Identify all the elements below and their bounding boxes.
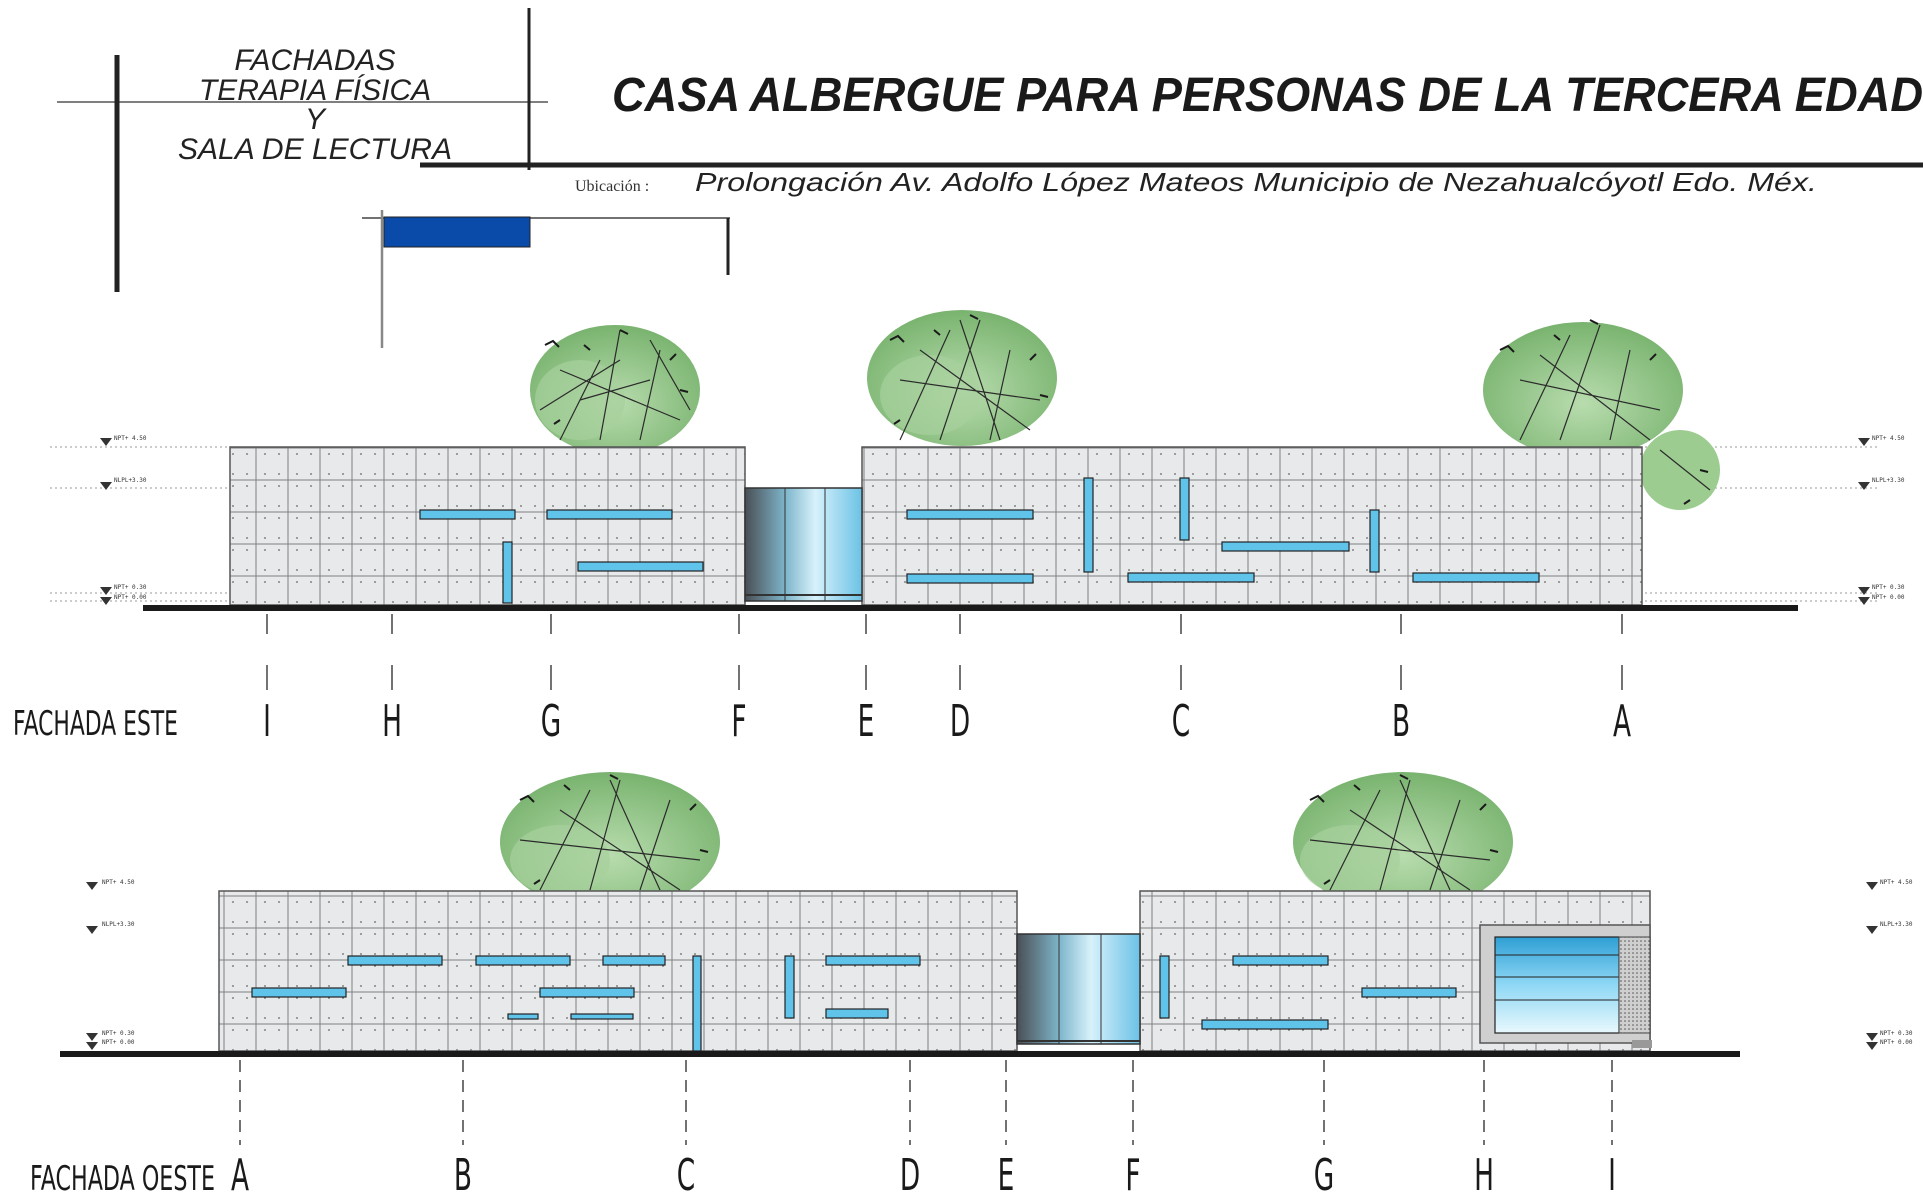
axis-label: E bbox=[998, 1149, 1015, 1195]
axis-lines-este bbox=[266, 614, 1623, 690]
level-label: NPT+ 4.50 bbox=[1872, 435, 1905, 442]
location-label: Ubicación : bbox=[575, 178, 649, 195]
axis-label: F bbox=[731, 695, 746, 747]
glass-entrance bbox=[744, 487, 863, 602]
location-text: Prolongación Av. Adolfo López Mateos Mun… bbox=[695, 167, 1817, 197]
large-window bbox=[1479, 924, 1652, 1048]
sheet-title: CASA ALBERGUE PARA PERSONAS DE LA TERCER… bbox=[612, 69, 1923, 122]
building-block-left bbox=[229, 446, 746, 606]
windows-este-right bbox=[906, 477, 1540, 584]
tree bbox=[867, 310, 1057, 446]
facade-label-este: FACHADA ESTE bbox=[13, 704, 178, 744]
axis-label: B bbox=[1392, 695, 1410, 747]
elevation-este: NPT+ 4.50 NLPL+3.30 NPT+ 0.30 NPT+ 0.00 … bbox=[13, 310, 1905, 747]
side-title-line-3: Y bbox=[305, 103, 327, 136]
axis-label: H bbox=[382, 695, 402, 747]
level-label: NPT+ 4.50 bbox=[114, 435, 147, 442]
axis-lines-oeste bbox=[239, 1060, 1613, 1145]
tree bbox=[1483, 319, 1720, 510]
axis-label: C bbox=[677, 1149, 695, 1195]
title-block: FACHADAS TERAPIA FÍSICA Y SALA DE LECTUR… bbox=[57, 8, 1923, 348]
axis-label: C bbox=[1172, 695, 1190, 747]
elevation-oeste: NPT+ 4.50 NLPL+3.30 NPT+ 0.30 NPT+ 0.00 … bbox=[30, 772, 1913, 1195]
level-label: NPT+ 0.30 bbox=[114, 584, 147, 591]
level-label: NPT+ 0.00 bbox=[1880, 1039, 1913, 1046]
ground-line-oeste bbox=[60, 1051, 1740, 1057]
level-label: NPT+ 4.50 bbox=[102, 879, 135, 886]
windows-este-left bbox=[419, 509, 704, 604]
level-markers-oeste-right: NPT+ 4.50 NLPL+3.30 NPT+ 0.30 NPT+ 0.00 bbox=[1866, 879, 1913, 1050]
building-block-left bbox=[218, 890, 1018, 1052]
axis-label: G bbox=[1314, 1149, 1334, 1195]
level-label: NPT+ 4.50 bbox=[1880, 879, 1913, 886]
axis-label: A bbox=[1613, 695, 1631, 747]
level-markers-este-right: NPT+ 4.50 NLPL+3.30 NPT+ 0.30 NPT+ 0.00 bbox=[1858, 435, 1905, 605]
side-title-line-2: TERAPIA FÍSICA bbox=[199, 74, 431, 107]
axis-label: B bbox=[454, 1149, 472, 1195]
level-label: NPT+ 0.00 bbox=[1872, 594, 1905, 601]
axis-label: G bbox=[541, 695, 561, 747]
level-label: NPT+ 0.00 bbox=[114, 594, 147, 601]
level-label: NPT+ 0.30 bbox=[1872, 584, 1905, 591]
level-label: NLPL+3.30 bbox=[102, 921, 135, 928]
axis-label: D bbox=[950, 695, 970, 747]
level-label: NLPL+3.30 bbox=[1880, 921, 1913, 928]
level-label: NPT+ 0.30 bbox=[102, 1030, 135, 1037]
facade-label-oeste: FACHADA OESTE bbox=[30, 1159, 215, 1195]
tree bbox=[1293, 772, 1513, 912]
accent-bar bbox=[383, 216, 531, 248]
level-label: NPT+ 0.00 bbox=[102, 1039, 135, 1046]
ground-line-este bbox=[143, 605, 1798, 611]
level-label: NLPL+3.30 bbox=[114, 477, 147, 484]
axis-label: D bbox=[900, 1149, 920, 1195]
level-markers-oeste-left: NPT+ 4.50 NLPL+3.30 NPT+ 0.30 NPT+ 0.00 bbox=[86, 879, 135, 1050]
glass-entrance bbox=[1016, 933, 1141, 1045]
windows-oeste-right bbox=[1159, 955, 1457, 1030]
tree bbox=[530, 325, 700, 455]
axis-label: A bbox=[231, 1149, 249, 1195]
side-title-line-1: FACHADAS bbox=[234, 44, 395, 77]
axis-label: H bbox=[1474, 1149, 1494, 1195]
axis-labels-este: I H G F E D C B A bbox=[263, 695, 1631, 747]
level-label: NPT+ 0.30 bbox=[1880, 1030, 1913, 1037]
level-label: NLPL+3.30 bbox=[1872, 477, 1905, 484]
side-title-line-4: SALA DE LECTURA bbox=[178, 133, 452, 166]
axis-label: I bbox=[263, 695, 271, 747]
level-markers-este-left: NPT+ 4.50 NLPL+3.30 NPT+ 0.30 NPT+ 0.00 bbox=[100, 435, 147, 605]
axis-label: I bbox=[1608, 1149, 1616, 1195]
windows-oeste-left bbox=[251, 955, 921, 1052]
tree bbox=[500, 772, 720, 912]
axis-labels-oeste: A B C D E F G H I bbox=[231, 1149, 1616, 1195]
axis-label: F bbox=[1125, 1149, 1140, 1195]
axis-label: E bbox=[858, 695, 875, 747]
